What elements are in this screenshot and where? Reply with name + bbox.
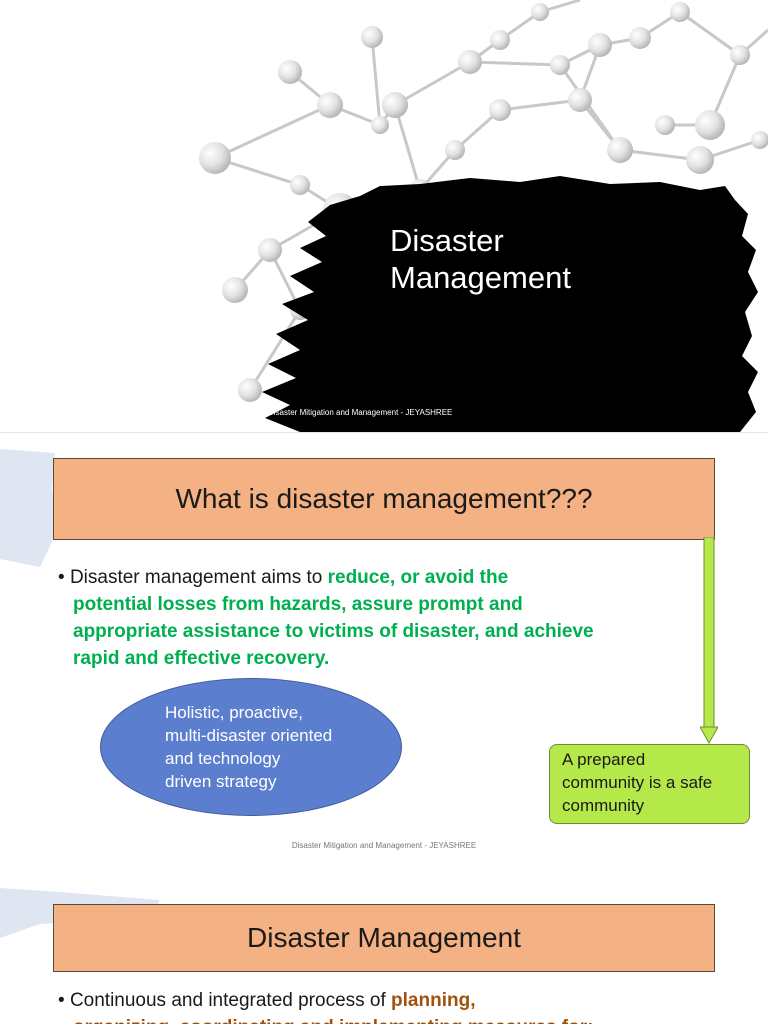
- callout-line: community: [562, 796, 645, 815]
- down-arrow-icon: [700, 537, 718, 745]
- slide-title-line2: Management: [390, 260, 571, 295]
- ellipse-text: Holistic, proactive, multi-disaster orie…: [165, 701, 385, 793]
- bullet-text: Disaster management aims to: [69, 567, 328, 588]
- bullet-marker: •: [58, 567, 70, 588]
- content-slide-process: Disaster Management • Continuous and int…: [0, 872, 768, 1024]
- slide-title: Disaster Management: [247, 922, 521, 953]
- decorative-left-shape: [0, 449, 58, 567]
- slide-footer: Disaster Mitigation and Management - JEY…: [291, 841, 477, 850]
- bullet-line2: organizing, coordinating and implementin…: [58, 1014, 593, 1024]
- ellipse-line: Holistic, proactive,: [165, 703, 303, 722]
- slide-title: Disaster Management: [390, 222, 571, 296]
- bullet-highlight-2: potential losses from hazards, assure pr…: [73, 594, 523, 615]
- ellipse-line: and technology: [165, 749, 281, 768]
- ellipse-line: multi-disaster oriented: [165, 726, 333, 745]
- title-slide: Disaster Management Disaster Mitigation …: [0, 0, 768, 432]
- bullet-highlight-3: appropriate assistance to victims of dis…: [73, 621, 594, 642]
- bullet-highlight-4: rapid and effective recovery.: [73, 648, 330, 669]
- slide-title-line1: Disaster: [390, 223, 504, 258]
- bullet-process: • Continuous and integrated process of p…: [58, 987, 593, 1024]
- slide-title-box: What is disaster management???: [53, 458, 715, 540]
- bullet-definition: • Disaster management aims to reduce, or…: [58, 564, 594, 672]
- strategy-ellipse: Holistic, proactive, multi-disaster orie…: [100, 678, 402, 816]
- slide-title: What is disaster management???: [175, 483, 593, 514]
- content-slide-definition: What is disaster management??? • Disaste…: [0, 432, 768, 873]
- black-brush-stroke-shape: [262, 176, 758, 432]
- callout-line: community is a safe: [562, 773, 713, 792]
- slide-title-box: Disaster Management: [53, 904, 715, 972]
- ellipse-line: driven strategy: [165, 772, 277, 791]
- bullet-highlight-1: reduce, or avoid the: [327, 567, 509, 588]
- bullet-marker: •: [58, 990, 70, 1011]
- callout-box: A prepared community is a safe community: [549, 744, 750, 824]
- callout-line: A prepared: [562, 750, 646, 769]
- bullet-highlight: planning,: [391, 990, 476, 1011]
- slide-footer: Disaster Mitigation and Management - JEY…: [268, 408, 453, 417]
- bullet-text: Continuous and integrated process of: [69, 990, 392, 1011]
